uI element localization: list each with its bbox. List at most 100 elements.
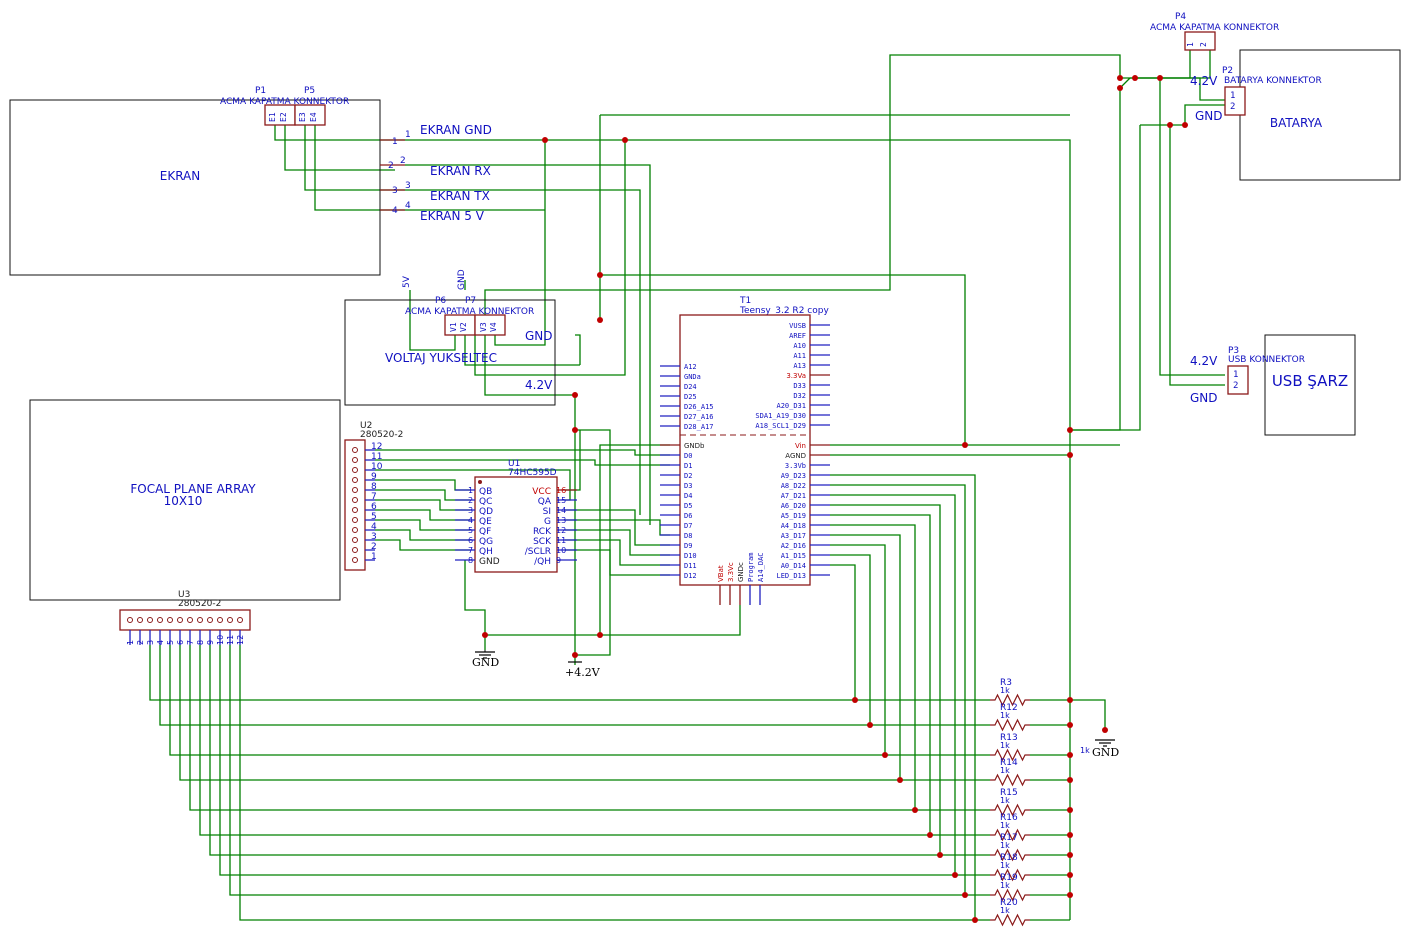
ekran-pin-3: 3 [392, 186, 398, 196]
u3-pin-hole [167, 617, 173, 623]
block-voltaj-yukseltec: VOLTAJ YUKSELTEC [344, 299, 556, 406]
resistor-zigzag [990, 718, 1030, 732]
p4-pin-1: 1 [1186, 42, 1195, 47]
ekran-5v-label: EKRAN 5 V [420, 209, 485, 223]
bat-gnd-label: GND [1195, 109, 1223, 123]
teensy-pin-d3: D3 [684, 482, 692, 490]
voltaj-42v-label: 4.2V [525, 378, 553, 392]
teensy-pin-d8: D8 [684, 532, 692, 540]
u2-pin-12: 12 [371, 442, 382, 452]
teensy-pin-a4_d18: A4_D18 [781, 522, 806, 530]
ekran-pins: 1 1 2 2 3 3 4 4 EKRAN GND EKRAN RX EKRAN… [380, 123, 492, 223]
resistor-zigzag [990, 848, 1030, 862]
fpa-label-2: 10X10 [164, 494, 203, 508]
teensy-pin-agnd: AGND [785, 452, 806, 460]
u3-pin-12: 12 [236, 635, 245, 645]
u1-pin-num-10: 10 [556, 546, 566, 555]
ekran-rx-label: EKRAN RX [430, 164, 491, 178]
resistor-value: 1k [1000, 796, 1010, 805]
ekran-label: EKRAN [160, 169, 201, 183]
ekran-pin-4-b: 4 [405, 201, 411, 211]
resistor-value: 1k [1000, 906, 1010, 915]
teensy-pin-gnda: GNDa [684, 373, 701, 381]
u2-pin-1: 1 [371, 552, 377, 562]
u3-pin-3: 3 [146, 640, 155, 645]
u2-pin-11: 11 [371, 452, 382, 462]
resistor-ref-r3: R3 [1000, 678, 1012, 688]
u2-pin-8: 8 [371, 482, 377, 492]
teensy-pin-d5: D5 [684, 502, 692, 510]
u1-pin-num-9: 9 [556, 556, 561, 565]
p6-pin-v1: V1 [449, 322, 458, 332]
gnd-symbol-1: GND [472, 656, 499, 669]
teensy-pin-d6: D6 [684, 512, 692, 520]
resistor-ref-r15: R15 [1000, 788, 1018, 798]
teensy-pin-a9_d23: A9_D23 [781, 472, 806, 480]
resistor-value: 1k [1000, 841, 1010, 850]
u3-pin-hole [207, 617, 213, 623]
u3-pin-9: 9 [206, 640, 215, 645]
u1-pin-num-15: 15 [556, 496, 566, 505]
p3-value: USB KONNEKTOR [1228, 355, 1305, 365]
p3-pin-1: 1 [1233, 370, 1238, 380]
u1-pin-num-1: 1 [468, 486, 473, 495]
u1-pin-num-8: 8 [468, 556, 473, 565]
u3-pin-hole [137, 617, 143, 623]
u1-pin-sck: SCK [533, 537, 552, 547]
teensy-pin-a13: A13 [793, 362, 806, 370]
teensy-pin-d26_a15: D26_A15 [684, 403, 714, 411]
u1-pin-qa: QA [538, 497, 552, 507]
teensy-pin-d32: D32 [793, 392, 806, 400]
resistor-zigzag [990, 803, 1030, 817]
u2-pin-hole [352, 547, 358, 553]
u2-ref: U2 [360, 421, 372, 431]
resistor-ref-r14: R14 [1000, 758, 1018, 768]
teensy-pin-gndb: GNDb [684, 442, 705, 450]
teensy-pin-vin: Vin [795, 442, 806, 450]
teensy-pin-d7: D7 [684, 522, 692, 530]
u3-value: 280520-2 [178, 599, 221, 609]
block-batarya: BATARYA [1239, 49, 1401, 181]
u1-pin-num-13: 13 [556, 516, 566, 525]
junctions [482, 75, 1188, 923]
u1-pin-num-5: 5 [468, 526, 473, 535]
teensy-pin-vusb: VUSB [789, 322, 806, 330]
u3-pin-hole [237, 617, 243, 623]
u1-pin-vcc: VCC [532, 487, 551, 497]
teensy-pin-a18_scl1_d29: A18_SCL1_D29 [755, 422, 806, 430]
teensy-pin-d28_a17: D28_A17 [684, 423, 714, 431]
teensy-pin-3.3va: 3.3Va [786, 372, 806, 380]
u1-pin-num-7: 7 [468, 546, 473, 555]
resistor-value: 1k [1000, 821, 1010, 830]
connector-p3: P3 USB KONNEKTOR 1 2 4.2V GND [1190, 346, 1305, 405]
teensy-pin-3.3vc: 3.3Vc [727, 562, 735, 582]
u1-pin-qc: QC [479, 497, 492, 507]
teensy-ref: T1 [739, 296, 751, 306]
teensy-pin-d9: D9 [684, 542, 692, 550]
u1-ref: U1 [508, 459, 520, 469]
ekran-pin-2: 2 [388, 161, 394, 171]
teensy-pin-vbat: VBat [717, 565, 725, 582]
u3-pin-10: 10 [216, 635, 225, 645]
u3-pin-hole [177, 617, 183, 623]
u2-pin-10: 10 [371, 462, 383, 472]
net-5v: 5V [402, 275, 412, 288]
voltaj-gnd-label: GND [525, 329, 553, 343]
u1-pin-num-16: 16 [556, 486, 566, 495]
u3-pin-hole [227, 617, 233, 623]
teensy-pin-a0_d14: A0_D14 [781, 562, 806, 570]
resistor-ref-r16: R16 [1000, 813, 1018, 823]
teensy-pin-led_d13: LED_D13 [776, 572, 806, 580]
u1-pin-num-11: 11 [556, 536, 566, 545]
p6-value: ACMA KAPATMA KONNEKTOR [405, 307, 534, 317]
teensy-pin-a5_d19: A5_D19 [781, 512, 806, 520]
connector-p6-p7: P6 P7 ACMA KAPATMA KONNEKTOR V1 V2 V3 V4… [402, 269, 553, 392]
ekran-pin-1: 1 [392, 137, 398, 147]
p4-value: ACMA KAPATMA KONNEKTOR [1150, 23, 1279, 33]
teensy-pin-d0: D0 [684, 452, 692, 460]
p7-ref: P7 [465, 296, 476, 306]
